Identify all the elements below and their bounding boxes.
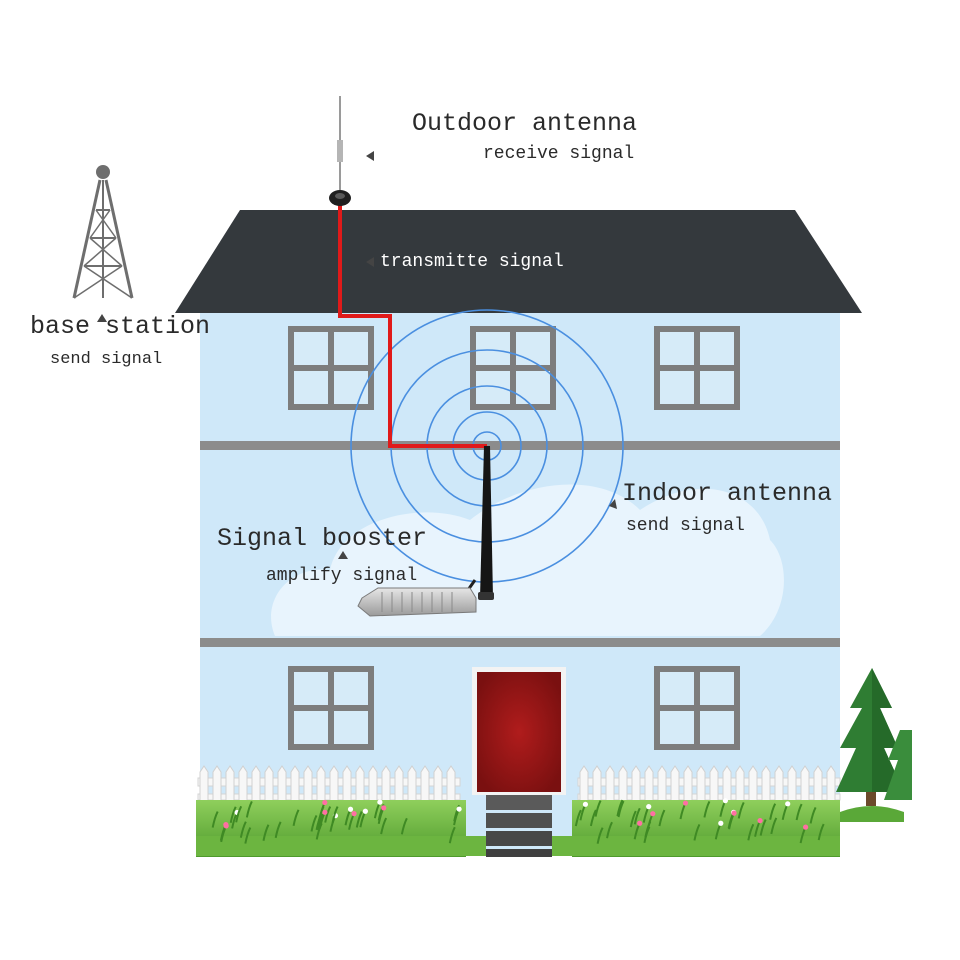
flower xyxy=(582,801,589,807)
grass-blade xyxy=(324,806,332,823)
arrow-transmit xyxy=(366,257,374,267)
window-bottom-right xyxy=(654,666,740,750)
transmit-signal-label: transmitte signal xyxy=(380,252,564,272)
flower xyxy=(731,810,737,816)
grass-blade xyxy=(703,801,711,818)
grass-blade xyxy=(574,809,582,827)
lattice-tower-icon xyxy=(72,165,134,299)
outdoor-antenna-title: Outdoor antenna xyxy=(412,109,638,138)
arrow-outdoor xyxy=(366,151,374,161)
grass-blade xyxy=(244,827,252,844)
arrow-indoor xyxy=(609,499,617,509)
coax-cable xyxy=(338,200,487,448)
grass-blade xyxy=(245,800,253,818)
grass-blade xyxy=(658,809,666,827)
grass-blade xyxy=(795,803,803,821)
floor-divider-upper xyxy=(200,441,840,450)
base-station-title: base station xyxy=(30,312,211,341)
flower xyxy=(682,800,689,806)
grass-blade xyxy=(292,809,300,826)
lawn-strip-right xyxy=(552,836,840,856)
flower xyxy=(722,798,728,804)
grass-blade xyxy=(817,823,825,841)
grass-blade xyxy=(769,803,777,820)
grass-blade xyxy=(633,807,641,825)
grass-blade xyxy=(693,823,701,841)
lawn-strip-left xyxy=(196,836,486,856)
flower xyxy=(456,806,462,812)
grass-blade xyxy=(809,806,817,824)
flower xyxy=(646,804,652,810)
grass-blade xyxy=(310,814,318,832)
grass-blade xyxy=(596,827,604,844)
flower xyxy=(351,811,357,817)
grass-blade xyxy=(239,821,247,838)
indoor-antenna-title: Indoor antenna xyxy=(622,479,833,508)
flower xyxy=(223,823,229,829)
flower xyxy=(377,799,383,805)
floor-divider-lower xyxy=(200,638,840,647)
flower xyxy=(718,820,724,826)
front-door xyxy=(472,667,566,795)
grass-blade xyxy=(737,801,745,819)
outdoor-antenna-subtitle: receive signal xyxy=(483,144,635,164)
grass-blade xyxy=(617,800,625,818)
front-steps xyxy=(486,795,552,857)
pointer-arrows xyxy=(97,151,617,559)
flower xyxy=(803,824,809,830)
grass-blade xyxy=(747,823,755,841)
signal-booster-device-icon xyxy=(357,587,477,617)
flower xyxy=(322,799,328,806)
grass-blade xyxy=(759,819,767,836)
grass-blade xyxy=(229,806,237,824)
grass-blade xyxy=(316,813,324,831)
flower xyxy=(381,805,387,811)
signal-booster-subtitle: amplify signal xyxy=(266,566,418,586)
flower xyxy=(757,818,763,824)
indoor-antenna-subtitle: send signal xyxy=(626,516,745,536)
grass-blade xyxy=(606,821,613,839)
pine-tree-icon xyxy=(836,668,912,822)
window-top-right xyxy=(654,326,740,410)
grass-blade xyxy=(355,811,363,828)
window-top-left xyxy=(288,326,374,410)
flowers xyxy=(211,798,825,844)
flower xyxy=(785,801,791,807)
flower xyxy=(637,820,643,826)
arrow-booster xyxy=(338,551,348,559)
grass-blade xyxy=(380,817,388,835)
base-station-subtitle: send signal xyxy=(50,350,163,369)
whip-antenna-icon xyxy=(329,96,351,206)
grass-blade xyxy=(589,809,597,827)
garden xyxy=(196,800,840,857)
grass-blade xyxy=(235,805,243,823)
rod-antenna-icon xyxy=(478,446,494,600)
flower xyxy=(362,808,368,814)
grass-blade xyxy=(629,810,637,828)
grass-blade xyxy=(315,813,323,831)
grass-blade xyxy=(616,799,624,817)
grass-blade xyxy=(594,800,602,817)
grass-blade xyxy=(400,817,408,835)
grass-blade xyxy=(331,806,339,823)
grass-blade xyxy=(770,817,778,835)
signal-booster-title: Signal booster xyxy=(217,524,428,553)
window-bottom-left xyxy=(288,666,374,750)
grass-blade xyxy=(448,826,456,844)
grass-blade xyxy=(262,824,270,841)
fence-right-pickets xyxy=(579,765,836,807)
arrow-base xyxy=(97,314,107,322)
roof xyxy=(175,210,862,313)
grass-blade xyxy=(274,821,282,839)
flower xyxy=(347,806,354,812)
grass-blade xyxy=(211,811,219,828)
flower xyxy=(322,809,328,815)
flower xyxy=(650,811,656,817)
